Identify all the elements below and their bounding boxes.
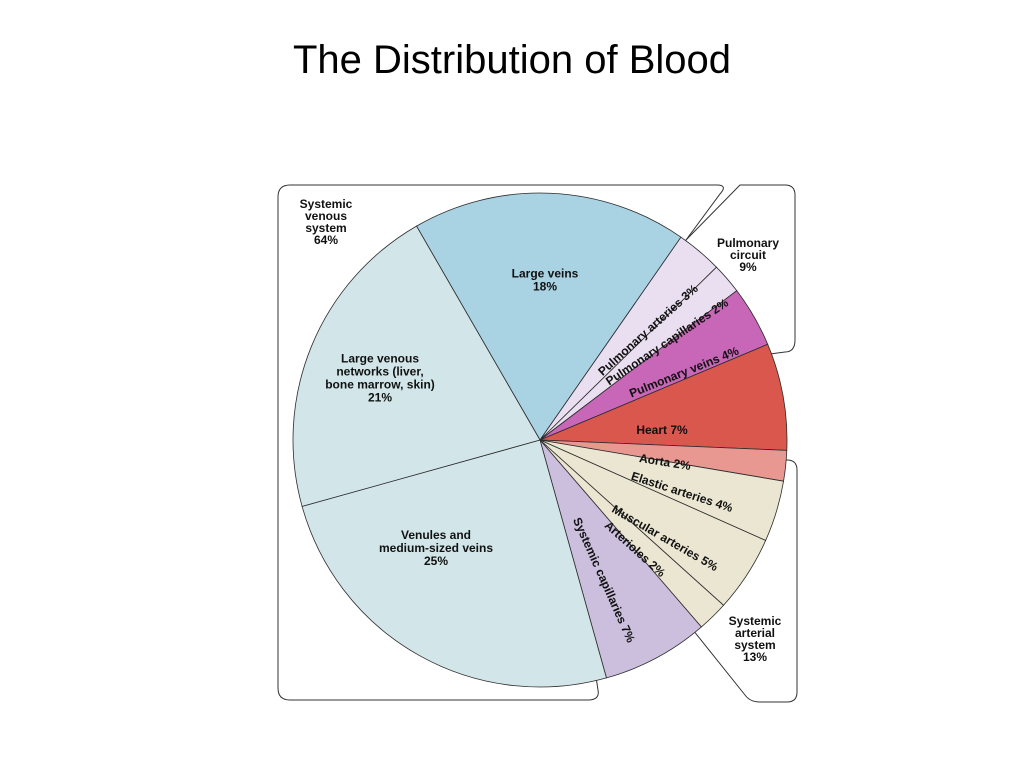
pie-slices (292, 192, 788, 688)
systemic-arterial-bracket (692, 459, 798, 703)
systemic-venous-bracket (277, 184, 724, 701)
pie-slice-large-venous (292, 225, 541, 507)
pie-slice-venules-and (301, 439, 607, 688)
group-brackets (277, 184, 798, 703)
pie-slice-heart-7 (539, 343, 788, 451)
pulmonary-circuit-bracket (685, 184, 796, 355)
pie-slice-systemic-capillaries-7 (539, 439, 702, 679)
page-title: The Distribution of Blood (292, 38, 731, 82)
slice-label-heart-7: Heart 7% (636, 423, 688, 437)
pie-slice-large-veins (415, 192, 682, 441)
